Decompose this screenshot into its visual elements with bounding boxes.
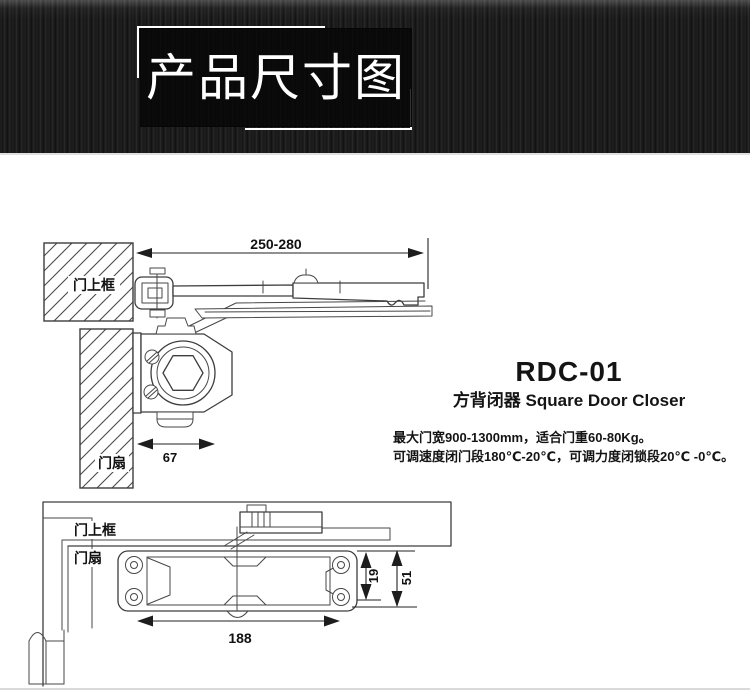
header-banner: 产品尺寸图: [0, 0, 750, 155]
page-title: 产品尺寸图: [146, 49, 406, 106]
mount-hole-bottom-left: [125, 588, 143, 606]
plan-door-edge-bar: [28, 629, 65, 685]
side-door-leaf-block: 门扇: [79, 328, 134, 489]
mount-hole-top-left: [125, 556, 143, 574]
mount-hole-bottom-right: [332, 588, 350, 606]
side-closer-body: [132, 317, 233, 428]
side-dim-body-offset: 67: [137, 438, 215, 465]
dim-body-offset-value: 67: [163, 450, 177, 465]
side-top-frame-block: 门上框: [43, 242, 134, 322]
arm-screw-head: [293, 274, 319, 284]
plan-door-leaf-label: 门扇: [74, 550, 102, 566]
plan-dim-widths: 19 51: [352, 550, 417, 608]
plan-labels: 门上框 门扇: [69, 521, 121, 567]
plan-dim-body-length: 188: [137, 615, 340, 646]
plan-arm-block: [223, 504, 323, 550]
corner-bracket-top-left: [137, 26, 325, 78]
side-dim-arm-range: 250-280: [136, 236, 429, 289]
product-name: 方背闭器 Square Door Closer: [452, 391, 686, 410]
side-closer-arm: [172, 268, 425, 306]
body-screw-bottom: [143, 384, 159, 400]
pin-end-cap: [226, 610, 249, 618]
title-box: 产品尺寸图: [140, 28, 412, 127]
bottom-divider: [0, 688, 750, 690]
mount-hole-top-right: [332, 556, 350, 574]
spec-line-2: 可调速度闭门段180℃-20℃，可调力度闭锁段20℃ -0℃。: [393, 449, 735, 464]
side-top-frame-label: 门上框: [73, 277, 115, 293]
dim-hole-spacing-value: 19: [366, 569, 381, 583]
plan-top-frame-label-bg: [69, 521, 121, 539]
side-door-leaf-label-bg: [95, 454, 129, 472]
side-slide-rail-and-link: [182, 300, 433, 336]
product-info: RDC-01 方背闭器 Square Door Closer 最大门宽900-1…: [393, 356, 745, 466]
plan-view-drawing: 门上框 门扇: [28, 501, 452, 687]
dim-arm-range-value: 250-280: [250, 236, 302, 252]
plan-closer-body: [117, 526, 358, 618]
side-door-leaf-label: 门扇: [98, 455, 126, 471]
side-closer-bracket: [134, 267, 174, 319]
dim-body-length-value: 188: [228, 630, 252, 646]
side-view-drawing: 门上框 门扇 250-280: [43, 236, 433, 489]
plan-frame-outline: [42, 501, 452, 687]
plan-door-leaf-label-bg: [71, 549, 105, 567]
hex-adjuster: [162, 355, 204, 391]
spec-line-1: 最大门宽900-1300mm，适合门重60-80Kg。: [393, 430, 652, 445]
product-model: RDC-01: [515, 356, 623, 387]
plan-top-frame-label: 门上框: [74, 522, 116, 538]
side-top-frame-label-bg: [68, 276, 120, 294]
body-screw-top: [144, 349, 160, 365]
dim-body-width-value: 51: [399, 571, 414, 585]
